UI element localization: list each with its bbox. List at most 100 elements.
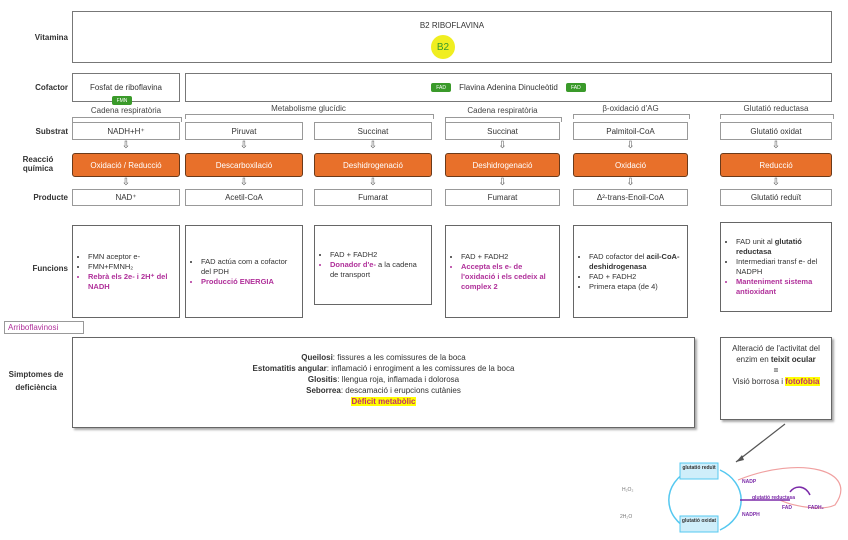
substrate-cell: Palmitoil-CoA [573, 122, 688, 140]
symptom-line: Estomatitis angular: inflamació i enrogi… [73, 363, 694, 374]
arriboflavinosi-label: Arriboflavinosi [4, 321, 84, 334]
product-cell: Fumarat [445, 189, 560, 206]
cofactor-fad-label: Flavina Adenina Dinucleòtid [459, 83, 558, 92]
symptom-term: Estomatitis angular [252, 364, 327, 373]
cycle-2h2o: 2H₂O [620, 514, 633, 520]
glutathione-oxidized-box [679, 515, 719, 533]
function-text: Donador d'e- [330, 260, 376, 269]
function-box: FAD + FADH2Accepta els e- de l'oxidació … [445, 225, 560, 318]
symptom-line: Queilosi: fissures a les comissures de l… [73, 352, 694, 363]
vitamin-title: B2 RIBOFLAVINA [419, 21, 485, 30]
down-arrow-icon: ⇩ [771, 177, 781, 188]
connector-line [735, 423, 786, 463]
category-bracket [445, 117, 562, 122]
down-arrow-icon: ⇩ [626, 177, 635, 188]
cycle-fadh: FADH₂ [808, 505, 824, 511]
down-arrow-icon: ⇩ [771, 140, 781, 151]
nadph-path [740, 486, 811, 501]
down-arrow-icon: ⇩ [121, 177, 131, 188]
cycle-bottom-label: glutatió oxidat [681, 518, 717, 524]
cycle-h2o2: H₂O₂ [622, 487, 634, 493]
cycle-fad: FAD [782, 505, 792, 511]
symptom-term: Seborrea [306, 386, 341, 395]
function-box: FAD actúa com a cofactor del PDHProducci… [185, 225, 303, 318]
function-text: glutatió reductasa [736, 237, 802, 256]
fad-loop [737, 467, 842, 509]
symptom-desc: : llengua roja, inflamada i dolorosa [337, 375, 460, 384]
row-label-simptomes: Simptomes de deficiència [8, 370, 64, 392]
row-label-cofactor: Cofactor [35, 83, 68, 92]
symptom-term: Glositis [307, 375, 338, 384]
product-cell: Δ²-trans-Enoil-CoA [573, 189, 688, 206]
fmn-badge: FMN [112, 96, 132, 105]
function-box: FAD + FADH2Donador d'e- a la cadena de t… [314, 225, 432, 305]
reaction-box: Oxidació [573, 153, 688, 177]
cycle-nadp: NADP [742, 479, 757, 485]
down-arrow-icon: ⇩ [498, 177, 507, 188]
substrate-cell: Glutatió oxidat [720, 122, 832, 140]
down-arrow-icon: ⇩ [121, 140, 131, 151]
row-label-reaccio: Reacció química [22, 155, 54, 173]
function-text: Intermediari transf e- del NADPH [736, 257, 818, 276]
row-label-vitamina: Vitamina [34, 33, 68, 42]
down-arrow-icon: ⇩ [368, 177, 378, 188]
category-label: Cadena respiratòria [90, 106, 162, 115]
symptoms-box: Queilosi: fissures a les comissures de l… [72, 337, 695, 428]
function-text: FAD cofactor del [589, 251, 645, 261]
function-box: FMN aceptor e-FMN+FMNH₂Rebrà els 2e- i 2… [72, 225, 180, 318]
reaction-box: Deshidrogenació [314, 153, 432, 177]
ocular-note: Alteració de l'activitat del enzim en te… [720, 337, 832, 420]
fad-badge: FAD [565, 83, 586, 92]
function-text: FAD + FADH2 [461, 251, 509, 261]
down-arrow-icon: ⇩ [626, 140, 635, 151]
function-text: Rebrà els 2e- i 2H⁺ del NADH [88, 271, 168, 291]
symptom-desc: : inflamació i enrogiment a les comissur… [326, 364, 515, 373]
symptom-desc: : descamació i erupcions cutànies [340, 386, 461, 395]
cofactor-fad-box: FAD Flavina Adenina Dinucleòtid FAD [185, 73, 832, 102]
substrate-cell: NADH+H⁺ [72, 122, 180, 140]
note-equals: = [773, 366, 779, 375]
cycle-top-label: glutatió reduït [682, 465, 716, 471]
function-text: Primera etapa (de 4) [589, 281, 658, 291]
reaction-box: Reducció [720, 153, 832, 177]
reaction-box: Oxidació / Reducció [72, 153, 180, 177]
row-label-producte: Producte [33, 193, 68, 202]
note-bold: teixit ocular [770, 355, 816, 364]
substrate-cell: Succinat [445, 122, 560, 140]
symptom-line: Glositis: llengua roja, inflamada i dolo… [73, 374, 694, 385]
note-text2: Visió borrosa i [732, 377, 784, 386]
product-cell: Fumarat [314, 189, 432, 206]
function-text: FAD + FADH2 [589, 271, 637, 281]
vitamin-b2-badge: B2 [431, 35, 455, 59]
product-cell: NAD⁺ [72, 189, 180, 206]
function-text: FMN aceptor e- [88, 251, 141, 261]
glutathione-reduced-box [679, 462, 719, 480]
category-bracket [72, 117, 182, 122]
function-box: FAD cofactor del acil-CoA-deshidrogenasa… [573, 225, 688, 318]
function-box: FAD unit al glutatió reductasaIntermedia… [720, 222, 832, 312]
row-label-funcions: Funcions [32, 264, 68, 273]
cofactor-fmn-label: Fosfat de riboflavina [89, 83, 163, 92]
symptom-term: Queilosi [301, 353, 333, 362]
category-label: Glutatió reductasa [743, 104, 809, 113]
product-cell: Glutatió reduït [720, 189, 832, 206]
product-cell: Acetil-CoA [185, 189, 303, 206]
category-label: Metabolisme glucídic [271, 104, 346, 113]
category-bracket [573, 114, 690, 119]
substrate-cell: Piruvat [185, 122, 303, 140]
function-text: acil-CoA-deshidrogenasa [589, 251, 680, 271]
fad-badge: FAD [431, 83, 452, 92]
symptom-line: Seborrea: descamació i erupcions cutànie… [73, 385, 694, 396]
symptom-desc: : fissures a les comissures de la boca [332, 353, 466, 362]
reaction-box: Descarboxilació [185, 153, 303, 177]
row-label-substrat: Substrat [35, 127, 68, 136]
vitamin-box: B2 RIBOFLAVINA B2 [72, 11, 832, 63]
function-text: FAD + FADH2 [330, 250, 378, 259]
category-label: Cadena respiratòria [467, 106, 538, 115]
category-bracket [185, 114, 434, 119]
cycle-reductase: glutatió reductasa [752, 495, 796, 501]
cycle-arc-right [719, 469, 742, 531]
function-text: Producció ENERGIA [201, 276, 274, 286]
function-text: a la cadena de transport [330, 260, 417, 279]
